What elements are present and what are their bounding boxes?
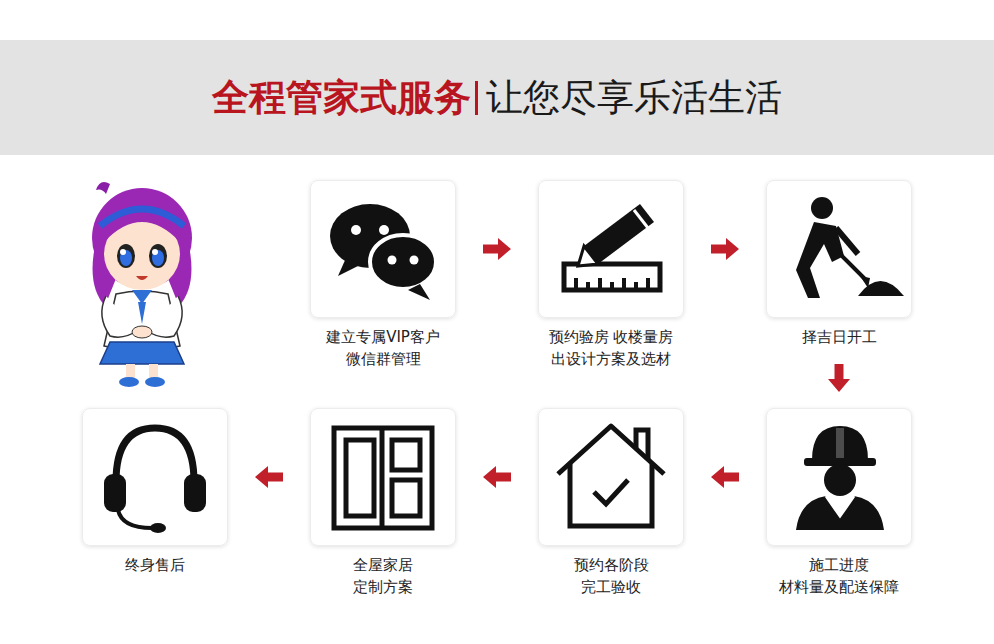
step-caption: 终身售后 — [90, 554, 220, 576]
step-caption: 全屋家居 定制方案 — [333, 554, 433, 598]
wardrobe-icon — [310, 408, 456, 546]
process-step: 择吉日开工 — [766, 180, 912, 348]
mascot-figure — [80, 176, 205, 391]
step-caption: 建立专属VIP客户 微信群管理 — [318, 326, 448, 370]
step-caption: 择吉日开工 — [774, 326, 904, 348]
icon-box — [82, 408, 228, 546]
icon-box — [538, 180, 684, 318]
icon-box — [766, 180, 912, 318]
step-caption: 预约各阶段 完工验收 — [561, 554, 661, 598]
flow-arrow — [483, 466, 511, 488]
process-step: 全屋家居 定制方案 — [310, 408, 456, 598]
house-check-icon — [538, 408, 684, 546]
digging-worker-icon — [766, 180, 912, 318]
icon-box — [310, 408, 456, 546]
icon-box — [310, 180, 456, 318]
headset-icon — [82, 408, 228, 546]
helmet-worker-icon — [766, 408, 912, 546]
icon-box — [766, 408, 912, 546]
step-caption: 施工进度 材料量及配送保障 — [774, 554, 904, 598]
process-step: 终身售后 — [82, 408, 228, 576]
icon-box — [538, 408, 684, 546]
wechat-icon — [310, 180, 456, 318]
flow-arrow — [483, 238, 511, 260]
process-step: 预约各阶段 完工验收 — [538, 408, 684, 598]
slogan: 让您尽享乐活生活 — [486, 73, 782, 123]
title-row: 全程管家式服务 让您尽享乐活生活 — [0, 40, 994, 155]
flow-arrow — [711, 238, 739, 260]
process-step: 施工进度 材料量及配送保障 — [766, 408, 912, 598]
flow-arrow — [711, 466, 739, 488]
flow-arrow — [828, 364, 850, 392]
title-separator — [475, 81, 478, 115]
flow-arrow — [255, 466, 283, 488]
process-step: 预约验房 收楼量房 出设计方案及选材 — [538, 180, 684, 370]
step-caption: 预约验房 收楼量房 出设计方案及选材 — [546, 326, 676, 370]
process-step: 建立专属VIP客户 微信群管理 — [310, 180, 456, 370]
pencil-ruler-icon — [538, 180, 684, 318]
title: 全程管家式服务 — [212, 73, 471, 123]
